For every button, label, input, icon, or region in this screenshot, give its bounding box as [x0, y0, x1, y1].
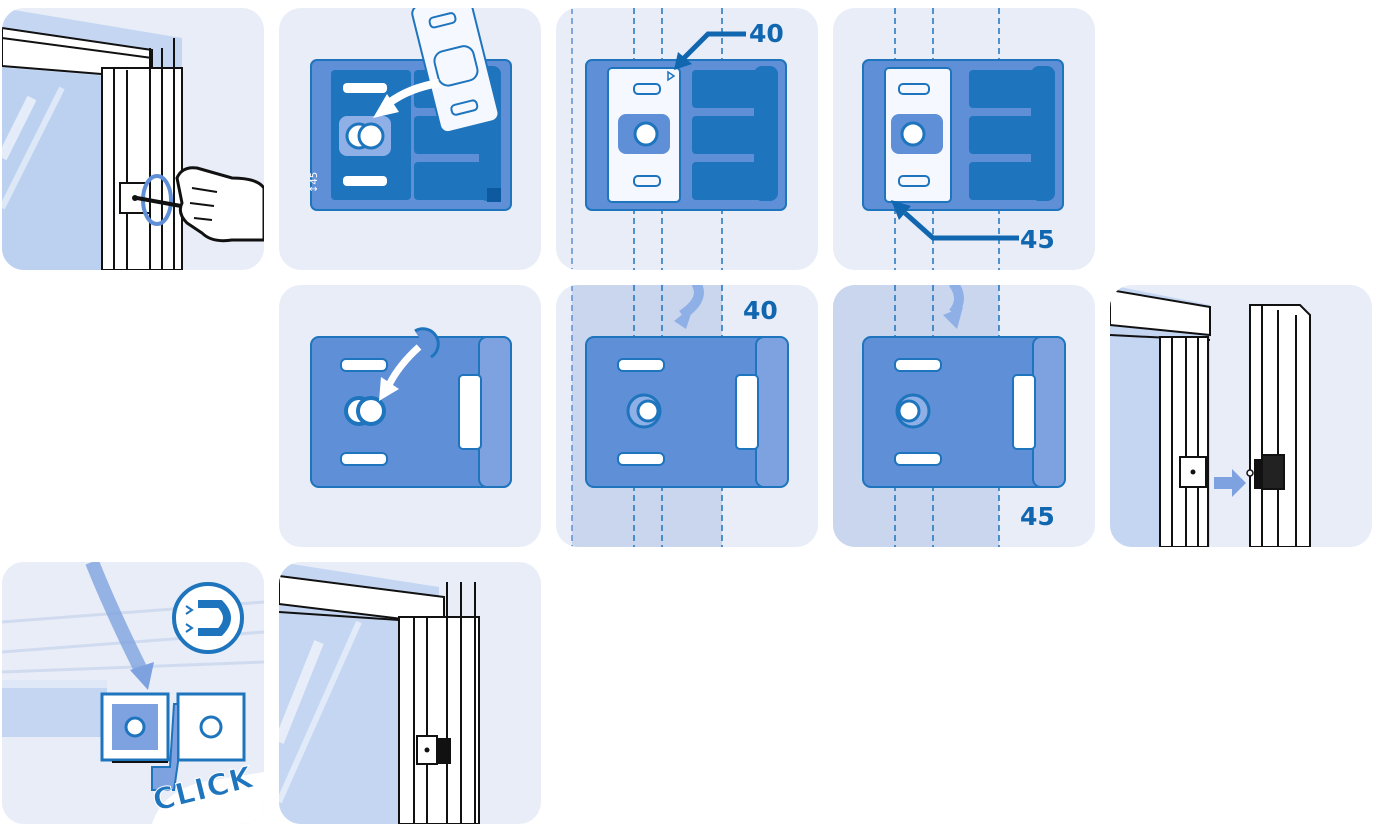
offset-label-40: 40 — [749, 19, 784, 48]
template-40-illustration — [571, 8, 787, 270]
magnet-click-illustration — [2, 562, 264, 824]
svg-text:↕45: ↕45 — [309, 172, 320, 193]
step-4-template-45-panel: 45 — [833, 8, 1095, 270]
step-7-finished-panel — [279, 562, 541, 824]
installed-latch-illustration — [279, 562, 480, 824]
latch-plate-40-illustration — [571, 285, 789, 547]
step-5-install-latch-panel — [1110, 285, 1372, 547]
latch-install-illustration — [1110, 285, 1311, 547]
offset-label-40-bottom: 40 — [743, 296, 778, 325]
hex-key-tighten-illustration — [2, 8, 264, 270]
template-placement-illustration: ↕45 — [309, 8, 512, 211]
offset-label-45-top: 45 — [1020, 225, 1055, 254]
step-6-magnet-click-panel: CLICK — [2, 562, 264, 824]
step-4b-mount-45-panel: 45 — [833, 285, 1095, 547]
step-1-hex-key-panel — [2, 8, 264, 270]
step-2b-rotate-panel — [279, 285, 541, 547]
step-2-template-panel: ↕45 — [279, 8, 541, 270]
step-3-template-40-panel: 40 — [556, 8, 818, 270]
offset-label-45-bottom: 45 — [1020, 502, 1055, 531]
step-3b-mount-40-panel: 40 — [556, 285, 818, 547]
eccentric-rotate-illustration — [310, 327, 512, 488]
latch-plate-45-illustration — [833, 285, 1066, 547]
template-45-illustration — [862, 8, 1064, 270]
